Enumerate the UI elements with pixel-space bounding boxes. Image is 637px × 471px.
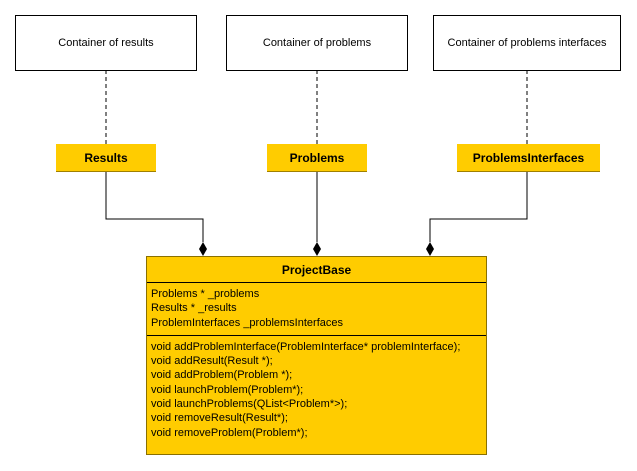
type-problems-label: Problems — [289, 150, 345, 165]
operation-line: void launchProblem(Problem*); — [151, 383, 304, 396]
composition-diamond-results — [199, 242, 207, 256]
note-problems-text: Container of problems — [262, 37, 372, 49]
class-operations: void addProblemInterface(ProblemInterfac… — [147, 336, 486, 445]
attribute-line: ProblemInterfaces _problemsInterfaces — [151, 316, 343, 329]
note-results-text: Container of results — [58, 37, 154, 49]
class-attributes: Problems * _problems Results * _results … — [147, 283, 486, 335]
class-divider-bottom — [147, 334, 486, 336]
note-problems: Container of problems — [226, 15, 408, 71]
type-problems: Problems — [267, 144, 367, 172]
attribute-line: Problems * _problems — [151, 288, 260, 300]
composition-link-problems-interfaces — [429, 171, 528, 242]
note-problems-interfaces-text: Container of problems interfaces — [447, 37, 607, 49]
class-projectbase: ProjectBase Problems * _problems Results… — [146, 256, 487, 455]
type-results-label: Results — [84, 150, 128, 165]
composition-diamond-problems-interfaces — [426, 242, 434, 256]
note-problems-interfaces: Container of problems interfaces — [433, 15, 621, 71]
class-name: ProjectBase — [281, 262, 352, 277]
type-problems-interfaces: ProblemsInterfaces — [457, 144, 600, 172]
operation-line: void removeProblem(Problem*); — [151, 426, 308, 439]
operation-line: void addProblem(Problem *); — [151, 369, 293, 382]
operation-line: void launchProblems(QList<Problem*>); — [151, 398, 348, 411]
note-results: Container of results — [15, 15, 197, 71]
operation-line: void addProblemInterface(ProblemInterfac… — [151, 340, 461, 353]
type-results: Results — [56, 144, 156, 172]
type-problems-interfaces-label: ProblemsInterfaces — [472, 150, 585, 165]
composition-link-results — [105, 171, 204, 242]
operation-line: void addResult(Result *); — [151, 355, 273, 368]
operation-line: void removeResult(Result*); — [151, 412, 288, 425]
class-divider-top — [147, 282, 486, 283]
attribute-line: Results * _results — [151, 302, 237, 315]
composition-diamond-problems — [313, 242, 321, 256]
